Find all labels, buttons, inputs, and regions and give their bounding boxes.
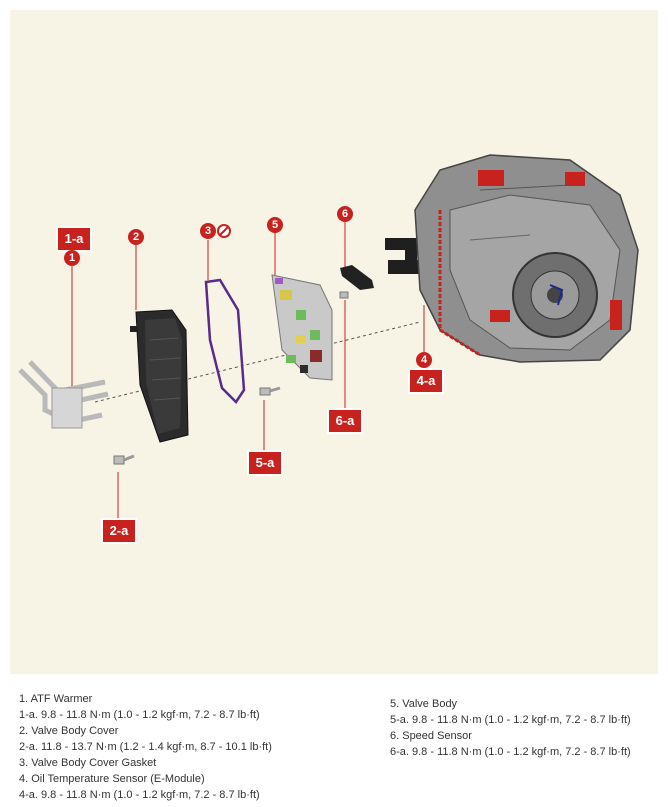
callout-2: 2: [128, 229, 144, 245]
legend-item: 4-a. 9.8 - 11.8 N·m (1.0 - 1.2 kgf·m, 7.…: [19, 789, 260, 801]
tag-1a: 1-a: [56, 226, 92, 252]
atf-warmer: [18, 360, 109, 429]
tag-6a: 6-a: [327, 408, 363, 434]
tag-2a: 2-a: [101, 518, 137, 544]
transmission-case: [414, 154, 639, 363]
bolt-5a: [259, 386, 281, 396]
legend-item: 6-a. 9.8 - 11.8 N·m (1.0 - 1.2 kgf·m, 7.…: [390, 746, 631, 758]
legend-item: 1-a. 9.8 - 11.8 N·m (1.0 - 1.2 kgf·m, 7.…: [19, 709, 260, 721]
prohibited-icon: [217, 224, 231, 238]
callout-3: 3: [200, 223, 216, 239]
legend-item: 2-a. 11.8 - 13.7 N·m (1.2 - 1.4 kgf·m, 8…: [19, 741, 272, 753]
parts-illustration: [18, 154, 639, 525]
callout-1: 1: [64, 250, 80, 266]
valve-body: [271, 274, 333, 381]
legend-right: 5. Valve Body 5-a. 9.8 - 11.8 N·m (1.0 -…: [390, 696, 631, 760]
tag-4a: 4-a: [408, 368, 444, 394]
legend-left: 1. ATF Warmer 1-a. 9.8 - 11.8 N·m (1.0 -…: [19, 691, 272, 803]
exploded-diagram: 1-a 2-a 4-a 5-a 6-a 1 2 3 5 6 4: [10, 10, 658, 674]
legend-item: 5-a. 9.8 - 11.8 N·m (1.0 - 1.2 kgf·m, 7.…: [390, 714, 631, 726]
bolt-2a: [113, 454, 135, 465]
legend-item: 2. Valve Body Cover: [19, 725, 119, 737]
valve-body-cover-gasket: [204, 278, 246, 404]
legend-item: 5. Valve Body: [390, 698, 458, 710]
speed-sensor: [339, 265, 374, 299]
legend-item: 1. ATF Warmer: [19, 693, 93, 705]
legend-item: 3. Valve Body Cover Gasket: [19, 757, 157, 769]
legend-item: 4. Oil Temperature Sensor (E-Module): [19, 773, 205, 785]
leader-lines: [71, 222, 425, 525]
legend-item: 6. Speed Sensor: [390, 730, 472, 742]
callout-6: 6: [337, 206, 353, 222]
callout-4: 4: [416, 352, 432, 368]
tag-5a: 5-a: [247, 450, 283, 476]
valve-body-cover: [130, 309, 189, 443]
callout-5: 5: [267, 217, 283, 233]
